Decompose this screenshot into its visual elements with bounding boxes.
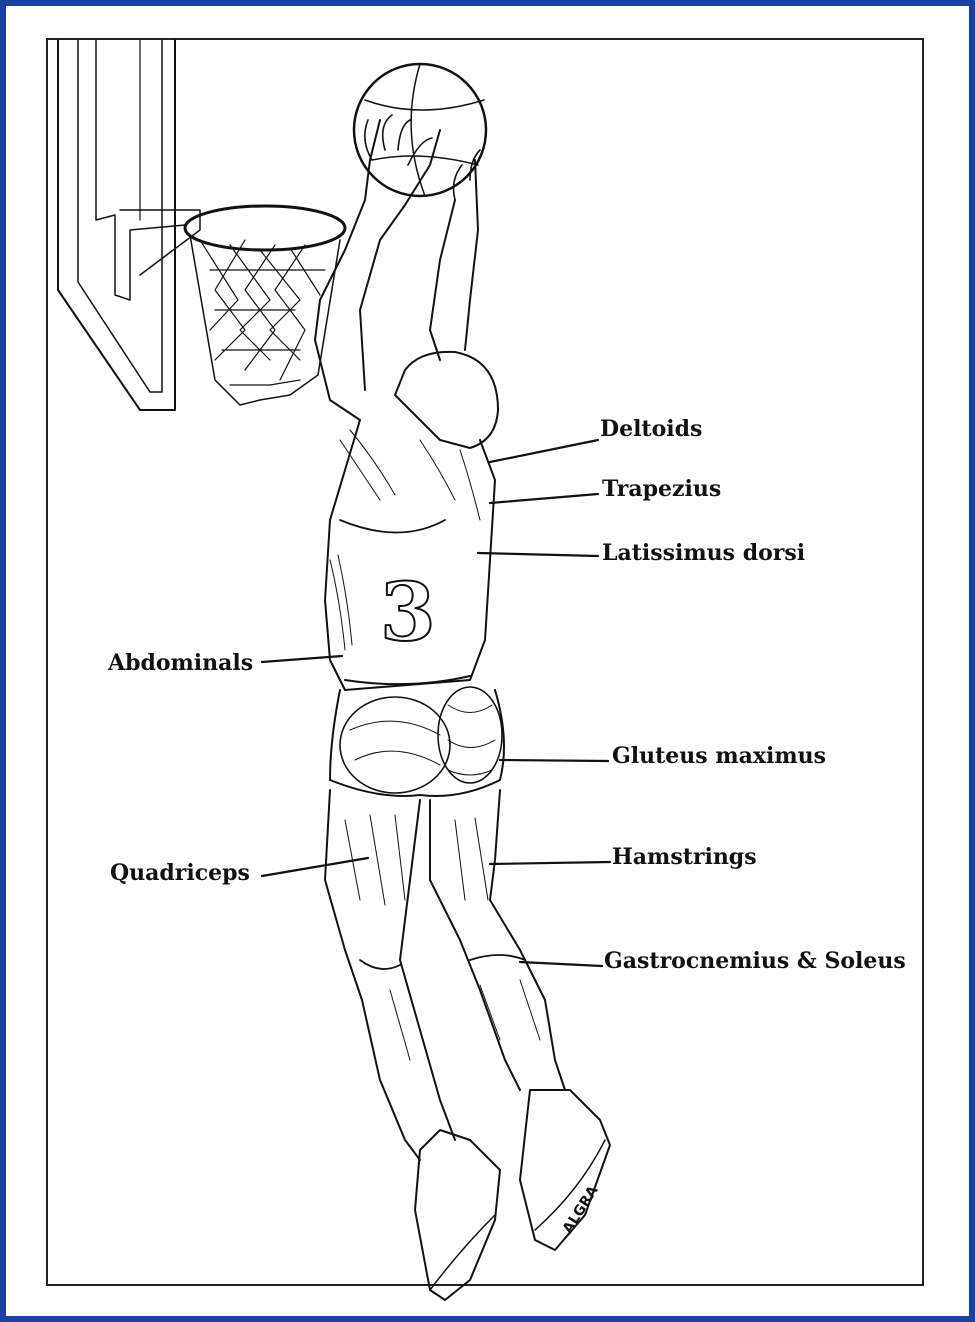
backboard-support <box>58 40 200 410</box>
label-gastrocnemius-soleus: Gastrocnemius & Soleus <box>604 950 906 972</box>
leader-quadriceps <box>262 858 368 876</box>
leader-trapezius <box>490 494 598 503</box>
leader-hamstrings <box>490 862 610 864</box>
label-quadriceps: Quadriceps <box>110 862 250 884</box>
label-gluteus-maximus: Gluteus maximus <box>612 745 826 767</box>
leader-gastrocnemius <box>520 962 602 966</box>
leader-deltoids <box>490 440 598 462</box>
label-abdominals: Abdominals <box>108 652 253 674</box>
leader-latissimus <box>478 553 598 556</box>
jersey-number: 3 <box>380 565 436 659</box>
label-deltoids: Deltoids <box>600 418 702 440</box>
basketball <box>354 64 486 196</box>
label-trapezius: Trapezius <box>602 478 721 500</box>
leader-lines <box>262 440 610 966</box>
label-hamstrings: Hamstrings <box>612 846 757 868</box>
label-latissimus-dorsi: Latissimus dorsi <box>602 542 805 564</box>
basketball-rim-and-net <box>185 206 345 405</box>
leader-gluteus <box>500 760 608 761</box>
player-body <box>315 115 610 1300</box>
